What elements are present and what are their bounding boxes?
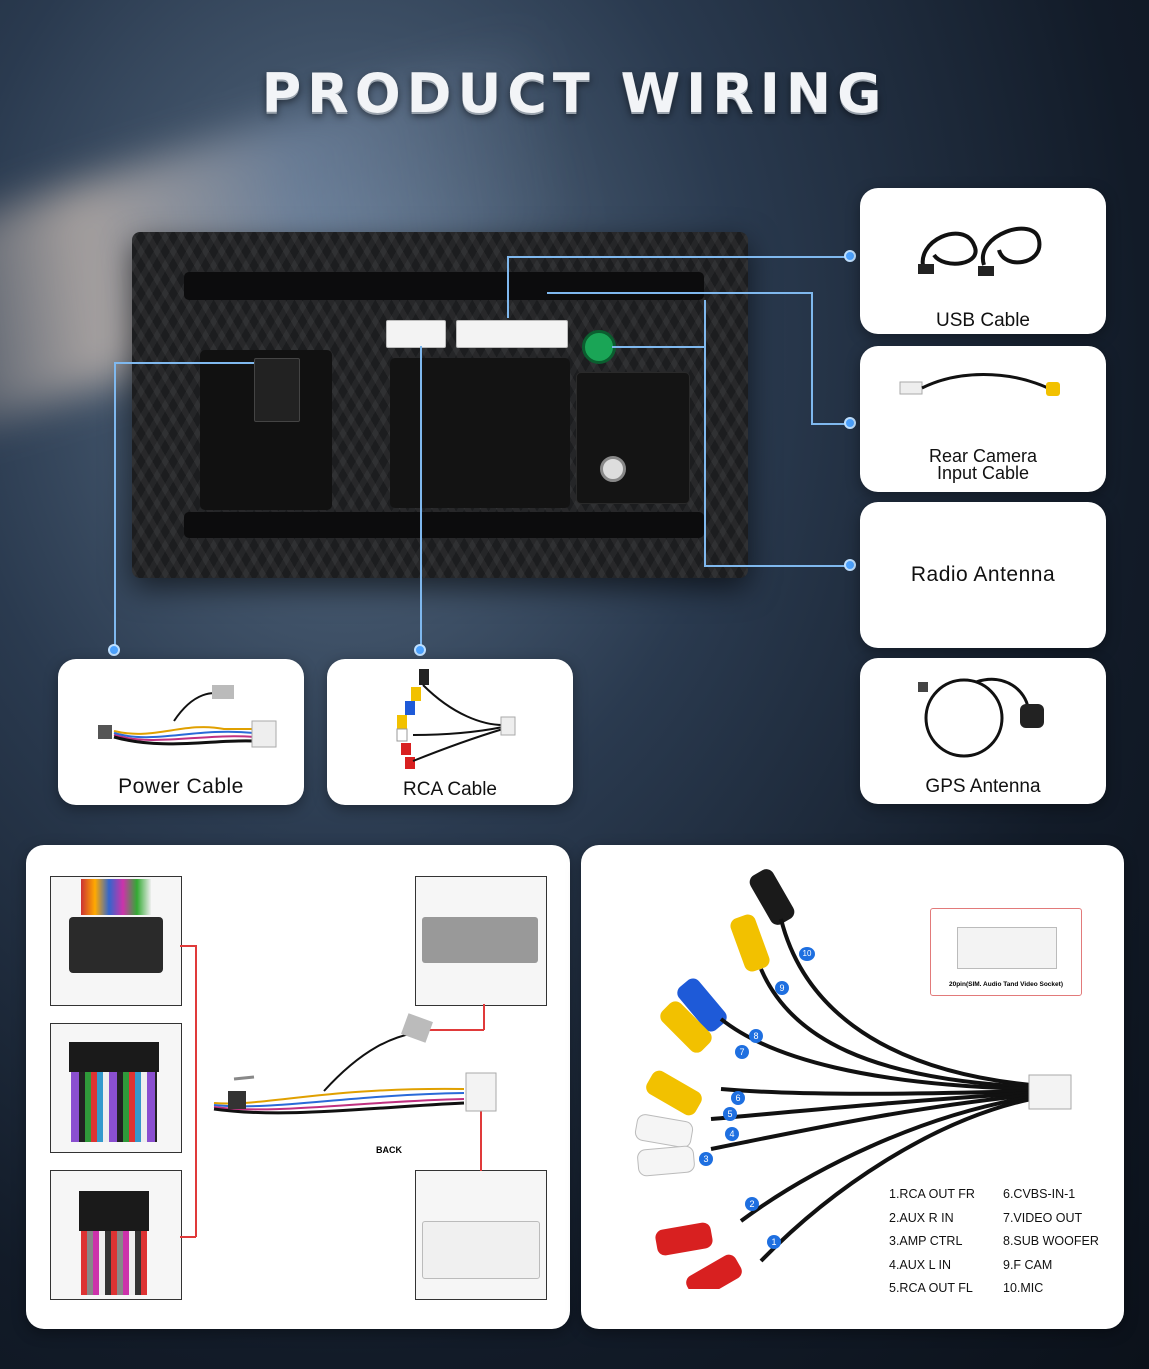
- rca-cable-label: RCA Cable: [403, 779, 497, 800]
- rca-socket: [386, 320, 446, 348]
- iso-plug-photo: [50, 876, 182, 1006]
- gps-port: [582, 330, 616, 364]
- pigtail-plug-photo: [50, 1170, 182, 1300]
- head-unit-rear-panel: [132, 232, 748, 578]
- rear-camera-label: Rear Camera Input Cable: [860, 446, 1106, 483]
- legend-item-8: 8.SUB WOOFER: [1003, 1234, 1099, 1248]
- leader-line-gps: [612, 346, 704, 348]
- rca-number-2: 2: [745, 1197, 759, 1211]
- callout-dot-rca: [414, 644, 426, 656]
- radio-antenna-card: Radio Antenna: [860, 502, 1106, 648]
- center-vent-block: [390, 358, 570, 508]
- usb-cable-icon: [918, 226, 1042, 276]
- callout-line-bottom-right: [480, 1103, 482, 1171]
- callout-dot-power: [108, 644, 120, 656]
- legend-item-9: 9.F CAM: [1003, 1258, 1053, 1272]
- rca-number-6: 6: [731, 1091, 745, 1105]
- harness-plug-photo: [50, 1023, 182, 1153]
- callout-line-1: [180, 945, 196, 947]
- leader-line-power-drop: [114, 362, 116, 650]
- power-harness-drawing: [213, 1013, 497, 1115]
- usb-cable-card: USB Cable: [860, 188, 1106, 334]
- iso-power-socket: [254, 358, 300, 422]
- power-wiring-detail-panel: BACK: [26, 845, 570, 1329]
- legend-item-4: 4.AUX L IN: [889, 1258, 952, 1272]
- callout-line-top-right-up: [483, 1004, 485, 1030]
- power-cable-label: Power Cable: [118, 775, 244, 798]
- rca-number-4: 4: [725, 1127, 739, 1141]
- harness-plug-shape: [69, 1042, 159, 1072]
- pigtail-plug-shape: [79, 1191, 149, 1231]
- socket-white-shape: [422, 1221, 540, 1279]
- leader-line-power: [114, 362, 254, 364]
- legend-item-3: 3.AMP CTRL: [889, 1234, 963, 1248]
- socket-20pin-shape: [957, 927, 1057, 969]
- callout-line-top-right: [420, 1029, 484, 1031]
- camera-cable-icon: [899, 373, 1060, 396]
- leader-line-rca-drop: [420, 346, 422, 650]
- rca-cable-icon: [396, 669, 516, 769]
- iso-plug-shape: [69, 917, 163, 973]
- rca-cable-card: RCA Cable: [327, 659, 573, 805]
- legend-item-10: 10.MIC: [1003, 1281, 1044, 1295]
- usb-cable-label: USB Cable: [936, 310, 1030, 331]
- legend-item-2: 2.AUX R IN: [889, 1211, 954, 1225]
- legend-item-5: 5.RCA OUT FL: [889, 1281, 973, 1295]
- rca-wiring-detail-panel: 20pin(SIM. Audio Tand Video Socket) 1 2 …: [581, 845, 1124, 1329]
- power-cable-icon: [98, 685, 277, 748]
- gps-antenna-icon: [918, 677, 1044, 758]
- radio-antenna-port: [600, 456, 626, 482]
- socket-grey-shape: [422, 917, 538, 963]
- leader-line-antenna-drop: [704, 300, 706, 566]
- rca-number-8: 8: [749, 1029, 763, 1043]
- socket-inset: 20pin(SIM. Audio Tand Video Socket): [930, 908, 1082, 996]
- leader-line-camera: [547, 292, 811, 294]
- back-label: BACK: [376, 1145, 402, 1155]
- rear-camera-card: Rear Camera Input Cable: [860, 346, 1106, 492]
- rear-camera-label-line1: Rear Camera: [928, 446, 1038, 466]
- rca-number-5: 5: [723, 1107, 737, 1121]
- rca-number-7: 7: [735, 1045, 749, 1059]
- leader-line-usb-drop: [507, 256, 509, 318]
- rear-camera-label-line2: Input Cable: [936, 463, 1030, 483]
- wire-bundle: [81, 879, 151, 915]
- radio-antenna-label: Radio Antenna: [910, 563, 1056, 586]
- leader-line-camera-end: [811, 423, 851, 425]
- rca-number-3: 3: [699, 1152, 713, 1166]
- gps-antenna-card: GPS Antenna: [860, 658, 1106, 804]
- leader-line-camera-drop: [811, 292, 813, 424]
- legend-item-1: 1.RCA OUT FR: [889, 1187, 975, 1201]
- antenna-port-block: [576, 372, 690, 504]
- gps-antenna-label: GPS Antenna: [925, 776, 1041, 797]
- callout-line-vert: [195, 945, 197, 1237]
- callout-dot-camera: [844, 417, 856, 429]
- leader-line-antenna: [704, 565, 851, 567]
- callout-line-3: [180, 1236, 196, 1238]
- legend-item-6: 6.CVBS-IN-1: [1003, 1187, 1076, 1201]
- rca-number-1: 1: [767, 1235, 781, 1249]
- leader-line-usb: [507, 256, 851, 258]
- power-cable-card: Power Cable: [58, 659, 304, 805]
- rca-harness-drawing: [634, 869, 1072, 1289]
- harness-wires: [71, 1072, 157, 1142]
- usb-camera-socket: [456, 320, 568, 348]
- rca-number-9: 9: [775, 981, 789, 995]
- socket-grey-photo: [415, 876, 547, 1006]
- socket-white-photo: [415, 1170, 547, 1300]
- callout-dot-antenna: [844, 559, 856, 571]
- vent-row-top: [184, 272, 704, 300]
- rca-number-10: 10: [799, 947, 815, 961]
- page-title: PRODUCT WIRING: [261, 62, 888, 125]
- pigtail-wires: [81, 1231, 147, 1295]
- callout-dot-usb: [844, 250, 856, 262]
- vent-row-bottom: [184, 512, 704, 538]
- socket-caption: 20pin(SIM. Audio Tand Video Socket): [948, 981, 1063, 988]
- legend-item-7: 7.VIDEO OUT: [1003, 1211, 1083, 1225]
